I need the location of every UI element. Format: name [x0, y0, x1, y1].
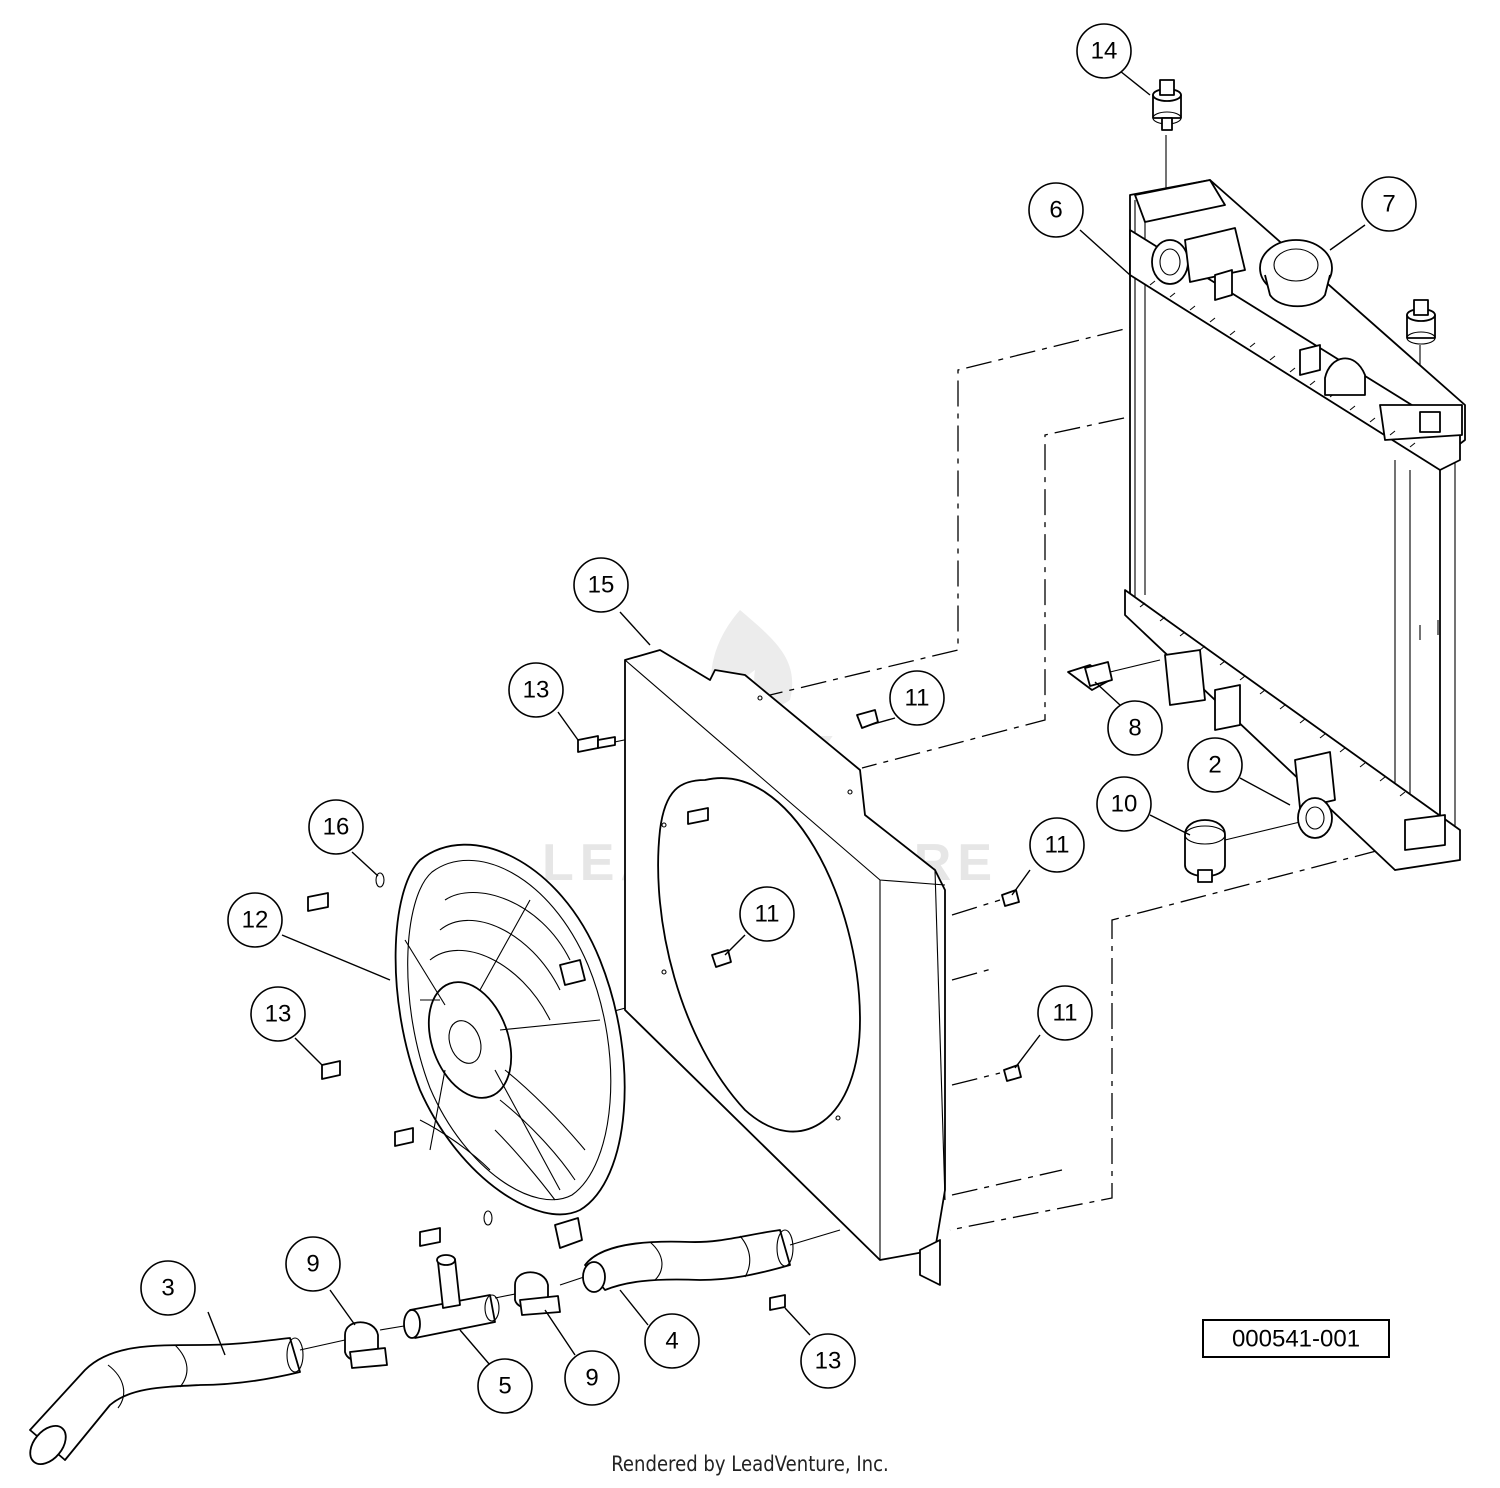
- leader-lines: [207, 70, 1366, 1366]
- callout-2-label: 2: [1208, 752, 1221, 779]
- callout-8-label: 8: [1128, 715, 1141, 742]
- hose-clamp-right: [514, 1271, 561, 1316]
- callout-8: 8: [1107, 700, 1163, 756]
- callout-5: 5: [477, 1358, 533, 1414]
- clip-nut-3: [1001, 889, 1020, 907]
- callout-4: 4: [644, 1313, 700, 1369]
- callout-11-right-lower-label: 11: [1053, 1000, 1078, 1027]
- mount-bushing-top-left: [1152, 79, 1182, 131]
- bolt-fan-lower: [394, 1127, 414, 1147]
- bottom-tank-hatching: [1139, 602, 1406, 797]
- callout-11-right-upper-label: 11: [1045, 832, 1070, 859]
- callout-14-label: 14: [1091, 38, 1118, 65]
- bolt-shroud-inner: [687, 807, 709, 825]
- callout-13-left-label: 13: [265, 1001, 292, 1028]
- callout-3: 3: [140, 1260, 196, 1316]
- upper-hose: [582, 1229, 794, 1293]
- callout-3-label: 3: [161, 1275, 174, 1302]
- callout-6-label: 6: [1049, 197, 1062, 224]
- fan-grille: [404, 892, 601, 1201]
- callout-2: 2: [1187, 737, 1243, 793]
- callout-7: 7: [1361, 176, 1417, 232]
- callout-16: 16: [308, 799, 364, 855]
- callout-10-label: 10: [1111, 791, 1138, 818]
- callout-9-right-label: 9: [585, 1365, 598, 1392]
- callout-11-right-upper: 11: [1029, 817, 1085, 873]
- mount-bushing-top-right: [1406, 299, 1436, 345]
- drain-plug: [1067, 661, 1113, 691]
- clip-nut-1: [856, 709, 879, 729]
- callout-9-left: 9: [285, 1236, 341, 1292]
- radiator-cap: [1259, 239, 1333, 308]
- callout-5-label: 5: [498, 1373, 511, 1400]
- callout-13-top-label: 13: [523, 677, 550, 704]
- callout-15-label: 15: [588, 572, 615, 599]
- top-tank-hatching: [1149, 280, 1416, 448]
- callout-6: 6: [1028, 182, 1084, 238]
- callout-9-right: 9: [564, 1350, 620, 1406]
- bolt-fan-left: [321, 1060, 341, 1080]
- callout-4-label: 4: [665, 1328, 678, 1355]
- callout-14: 14: [1076, 23, 1132, 79]
- callout-13-top: 13: [508, 662, 564, 718]
- tee-fitting: [403, 1254, 500, 1339]
- callout-12: 12: [227, 892, 283, 948]
- hose-clamp-left: [344, 1321, 388, 1369]
- clip-nut-4: [1003, 1064, 1022, 1082]
- radiator: [1124, 179, 1466, 871]
- callout-12-label: 12: [242, 907, 269, 934]
- reference-number-box: 000541-001: [1202, 1319, 1390, 1358]
- fan-shroud: [624, 649, 946, 1286]
- footer-credit: Rendered by LeadVenture, Inc.: [611, 1452, 889, 1476]
- hose-clamp-large: [1184, 819, 1226, 883]
- callout-13-bottom-label: 13: [815, 1348, 842, 1375]
- callout-16-label: 16: [323, 814, 350, 841]
- bolt-bottom: [769, 1294, 786, 1311]
- bolt-top: [577, 735, 616, 753]
- callout-13-left: 13: [250, 986, 306, 1042]
- bolt-fan-upper: [307, 872, 385, 912]
- callout-11-center-label: 11: [755, 901, 780, 928]
- bolt-fan-bottom: [419, 1210, 493, 1247]
- reference-number: 000541-001: [1232, 1326, 1360, 1353]
- callout-9-left-label: 9: [306, 1251, 319, 1278]
- callout-11-top: 11: [889, 670, 945, 726]
- callout-13-bottom: 13: [800, 1333, 856, 1389]
- callout-11-center: 11: [739, 886, 795, 942]
- electric-fan: [394, 843, 626, 1249]
- callout-11-top-label: 11: [905, 685, 930, 712]
- callout-15: 15: [573, 557, 629, 613]
- lower-hose: [29, 1337, 304, 1466]
- callout-10: 10: [1096, 776, 1152, 832]
- callout-7-label: 7: [1382, 191, 1395, 218]
- callout-11-right-lower: 11: [1037, 985, 1093, 1041]
